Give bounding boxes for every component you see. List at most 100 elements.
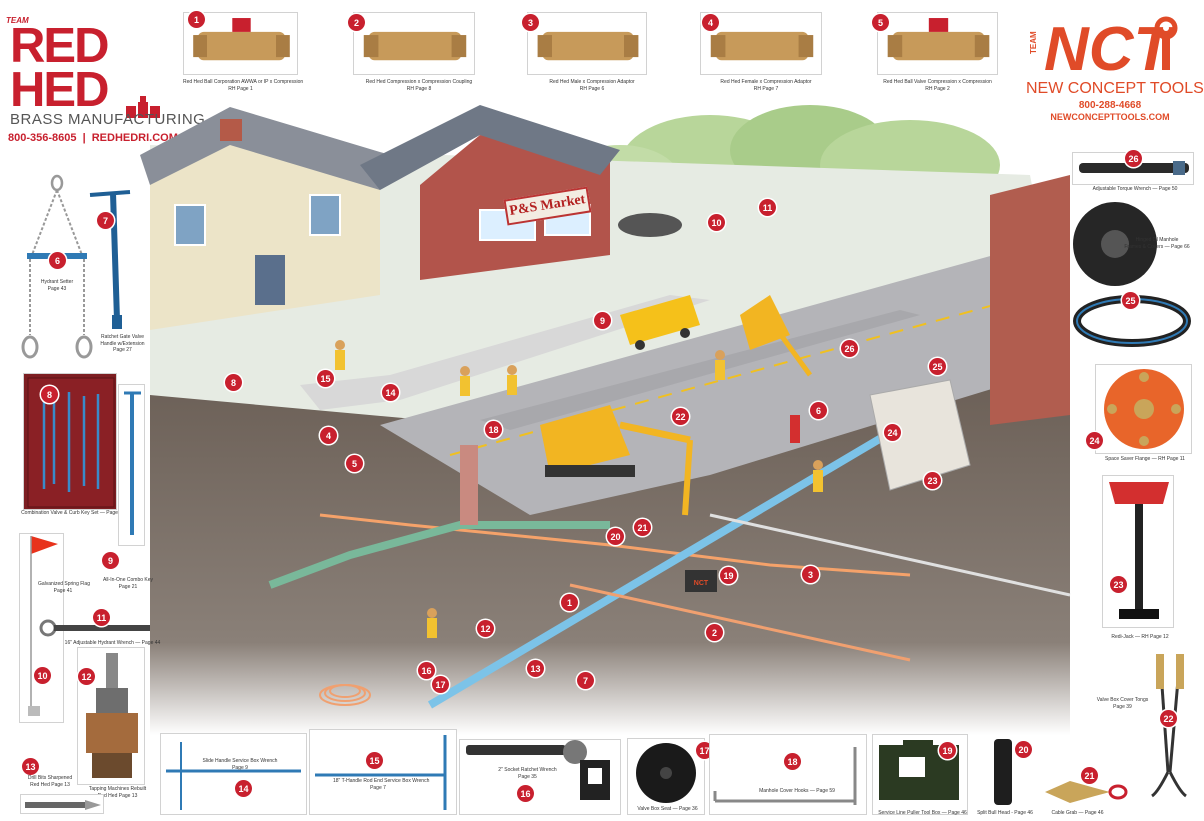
scene-marker-4: 4	[320, 427, 337, 444]
product-number-18: 18	[784, 753, 801, 770]
caption-tongs: Valve Box Cover Tongs Page 39	[1096, 697, 1149, 710]
fire-hydrant	[790, 415, 800, 443]
tapping-machine-image	[77, 647, 145, 785]
logo-red-text: RED	[10, 19, 109, 73]
manhole-hook-image	[709, 734, 867, 815]
excavator-yellow-1	[540, 405, 693, 516]
ratchet-wrench-image	[459, 739, 621, 815]
combo-key-icon	[124, 391, 141, 535]
pickup-truck	[620, 295, 700, 350]
key-set-icon	[27, 377, 115, 508]
scene-marker-18: 18	[485, 421, 502, 438]
slide-wrench-image	[160, 733, 307, 815]
product-number-12: 12	[78, 668, 95, 685]
scene-marker-15: 15	[317, 370, 334, 387]
product-number-11: 11	[93, 609, 110, 626]
caption-ratchet-wrench: 2" Socket Ratchet Wrench Page 35	[498, 767, 557, 780]
separator: |	[82, 132, 86, 144]
scene-marker-25: 25	[929, 358, 946, 375]
caption-valve-box-seat: Valve Box Seat — Page 36	[637, 806, 698, 812]
manhole-hook-icon	[713, 747, 857, 805]
product-number-13: 13	[22, 758, 39, 775]
nct-subtitle: NEW CONCEPT TOOLS	[1026, 80, 1204, 97]
caption-t-handle: 18" T-Handle Rod End Service Box Wrench …	[333, 778, 430, 791]
key-set-image	[23, 373, 117, 510]
scene-marker-24: 24	[884, 424, 901, 441]
caption-ratchet-gate-valve: Ratchet Gate Valve Handle w/Extension Pa…	[100, 334, 145, 353]
product-number-10: 10	[34, 667, 51, 684]
product-number-2: 2	[348, 14, 365, 31]
top-product-image-3	[527, 12, 647, 75]
scene-marker-17: 17	[432, 676, 449, 693]
tongs-icon	[1151, 654, 1187, 798]
nct-logo: TEAM NCT	[1029, 15, 1184, 84]
brand-website-link[interactable]: REDHEDRI.COM	[91, 132, 178, 144]
product-number-14: 14	[235, 780, 252, 797]
scene-marker-2: 2	[706, 624, 723, 641]
product-number-15: 15	[366, 752, 383, 769]
house-left	[140, 107, 390, 330]
product-number-19: 19	[939, 742, 956, 759]
scene-marker-1: 1	[561, 594, 578, 611]
caption-top-product-1: Red Hed Ball Corporation AWWA or IP x Co…	[183, 79, 304, 92]
flange-icon	[1104, 369, 1184, 449]
utility-vault	[869, 379, 971, 491]
nct-website-link[interactable]: NEWCONCEPTTOOLS.COM	[1050, 112, 1170, 122]
redi-jack-icon	[1109, 482, 1169, 619]
caption-cable-grab: Cable Grab — Page 46	[1051, 810, 1104, 816]
ratchet-handle-icon	[89, 190, 131, 329]
svg-text:NCT: NCT	[694, 580, 709, 587]
male-adaptor-icon	[537, 31, 639, 61]
scene-marker-22: 22	[672, 408, 689, 425]
copper-coil	[319, 684, 371, 706]
product-number-3: 3	[522, 14, 539, 31]
scene-marker-9: 9	[594, 312, 611, 329]
product-number-8: 8	[41, 386, 58, 403]
parked-car	[618, 213, 682, 237]
product-number-9: 9	[102, 552, 119, 569]
product-number-24: 24	[1086, 432, 1103, 449]
nct-team-text: TEAM	[1029, 31, 1038, 54]
top-product-image-2	[353, 12, 475, 75]
utility-scene-illustration: NCT	[140, 105, 1071, 735]
caption-top-product-3: Red Hed Male x Compression Adaptor RH Pa…	[549, 79, 635, 92]
scene-toolbox: NCT	[685, 570, 717, 592]
caption-manhole-frames: Hinged DI Manhole Frames & Covers — Page…	[1124, 237, 1190, 250]
ratchet-wrench-icon	[466, 740, 610, 800]
caption-combo-key: All-In-One Combo Key Page 21	[102, 577, 154, 590]
brand-contact: 800-356-8605 | REDHEDRI.COM	[8, 132, 178, 144]
soil-cutaway	[150, 365, 1070, 735]
scene-marker-10: 10	[708, 214, 725, 231]
bull-head-icon	[994, 739, 1012, 805]
scene-marker-5: 5	[346, 455, 363, 472]
scene-marker-14: 14	[382, 384, 399, 401]
manhole-frame-icon	[1073, 202, 1191, 347]
scene-marker-23: 23	[924, 472, 941, 489]
caption-combo-key-set: Combination Valve & Curb Key Set — Page …	[21, 510, 125, 516]
nct-logo-graphic: TEAM NCT	[1029, 15, 1178, 84]
scene-marker-3: 3	[802, 566, 819, 583]
wrench-logo-icon	[1154, 16, 1178, 70]
product-number-4: 4	[702, 14, 719, 31]
caption-toolbox: Service Line Puller Tool Box — Page 46	[878, 810, 967, 816]
workers	[335, 340, 823, 638]
caption-flange: Space Saver Flange — RH Page 11	[1105, 456, 1185, 462]
product-number-26: 26	[1125, 150, 1142, 167]
brick-building	[990, 175, 1070, 425]
caption-hydrant-setter: Hydrant Setter Page 43	[40, 279, 74, 292]
scene-marker-12: 12	[477, 620, 494, 637]
scene-marker-20: 20	[607, 528, 624, 545]
scene-marker-26: 26	[841, 340, 858, 357]
drill-bit-image	[20, 794, 104, 814]
spring-flag-icon	[28, 536, 58, 716]
caption-manhole-hooks: Manhole Cover Hooks — Page 59	[759, 788, 835, 794]
product-number-6: 6	[49, 252, 66, 269]
slide-wrench-icon	[166, 742, 301, 810]
brand-phone: 800-356-8605	[8, 132, 77, 144]
product-number-21: 21	[1081, 767, 1098, 784]
caption-spring-flag: Galvanized Spring Flag Page 41	[38, 581, 90, 594]
tapping-machine-icon	[86, 653, 138, 778]
water-main-pipe	[427, 411, 923, 709]
scene-marker-16: 16	[418, 662, 435, 679]
nct-wordmark: NCT	[1044, 15, 1177, 84]
